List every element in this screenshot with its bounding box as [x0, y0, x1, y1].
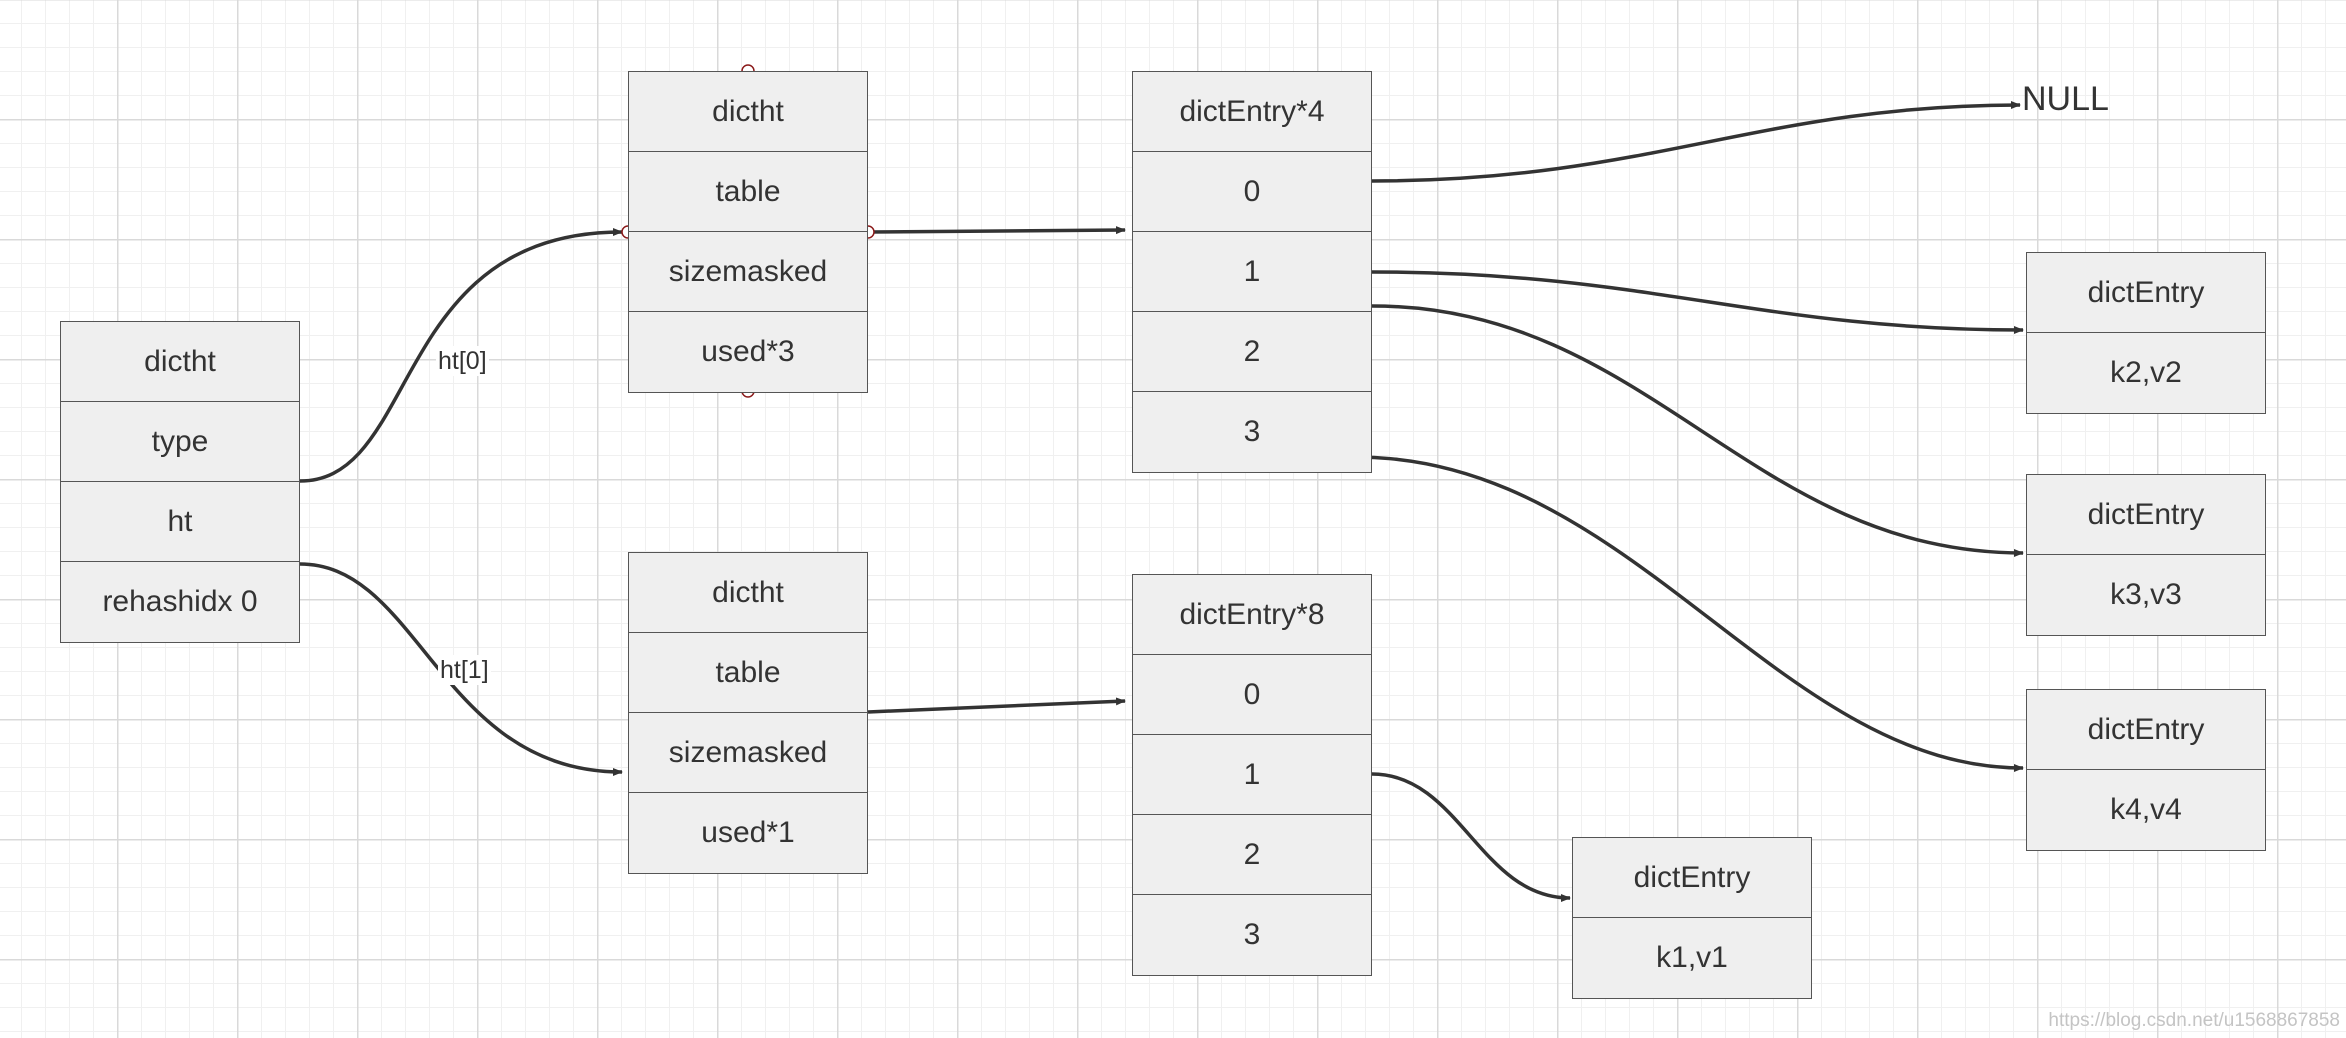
bucket-3: 3 [1243, 415, 1261, 448]
ht1-bucket-array[interactable]: dictEntry*8 0 1 2 3 [1132, 574, 1372, 976]
cell-used: used*1 [701, 816, 795, 849]
dict-entry-k2[interactable]: dictEntry k2,v2 [2026, 252, 2266, 414]
cell-header: dictht [629, 553, 867, 633]
bucket1-k2-arrow [1371, 270, 2024, 334]
cell-rehashidx: rehashidx 0 [102, 585, 258, 618]
ht0-dictht[interactable]: dictht table sizemasked used*3 [628, 71, 868, 393]
bucket-3: 3 [1243, 918, 1261, 951]
cell-header: dictEntry*8 [1133, 575, 1371, 655]
cell-header: dictEntry [2027, 253, 2265, 333]
bucket2-k3-arrow [1371, 304, 2024, 557]
cell-key-value: k2,v2 [2110, 356, 2182, 389]
dict-entry-k3[interactable]: dictEntry k3,v3 [2026, 474, 2266, 636]
cell-key-value: k1,v1 [1656, 941, 1728, 974]
ht1-dictht[interactable]: dictht table sizemasked used*1 [628, 552, 868, 874]
null-label: NULL [2022, 80, 2109, 118]
cell-sizemasked: sizemasked [629, 232, 867, 312]
cell-header: dictEntry*4 [1133, 72, 1371, 152]
watermark: https://blog.csdn.net/u1568867858 [2048, 1010, 2340, 1031]
cell-table: table [629, 633, 867, 713]
t1-bucket1-k1-arrow [1371, 772, 1571, 902]
ht0-table-arrow [867, 226, 1126, 235]
bucket-0: 0 [1133, 152, 1371, 232]
ht1-table-arrow [867, 697, 1126, 714]
cell-header: dictEntry [2027, 475, 2265, 555]
dict-struct[interactable]: dictht type ht rehashidx 0 [60, 321, 300, 643]
bucket-1: 1 [1133, 232, 1371, 312]
cell-header: dictht [629, 72, 867, 152]
cell-header: dictht [61, 322, 299, 402]
dict-entry-k4[interactable]: dictEntry k4,v4 [2026, 689, 2266, 851]
ht1-label: ht[1] [438, 655, 491, 685]
bucket0-null-arrow [1371, 101, 2021, 183]
dict-entry-k1[interactable]: dictEntry k1,v1 [1572, 837, 1812, 999]
ht0-bucket-array[interactable]: dictEntry*4 0 1 2 3 [1132, 71, 1372, 473]
bucket3-k4-arrow [1254, 455, 2024, 772]
cell-key-value: k4,v4 [2110, 793, 2182, 826]
cell-sizemasked: sizemasked [629, 713, 867, 793]
cell-header: dictEntry [2027, 690, 2265, 770]
bucket-2: 2 [1133, 815, 1371, 895]
ht1-arrow [299, 562, 623, 776]
bucket-2: 2 [1133, 312, 1371, 392]
cell-key-value: k3,v3 [2110, 578, 2182, 611]
cell-ht: ht [61, 482, 299, 562]
ht0-arrow [299, 228, 623, 483]
ht0-label: ht[0] [436, 346, 489, 376]
cell-type: type [61, 402, 299, 482]
cell-table: table [629, 152, 867, 232]
bucket-1: 1 [1133, 735, 1371, 815]
bucket-0: 0 [1133, 655, 1371, 735]
cell-used: used*3 [701, 335, 795, 368]
cell-header: dictEntry [1573, 838, 1811, 918]
